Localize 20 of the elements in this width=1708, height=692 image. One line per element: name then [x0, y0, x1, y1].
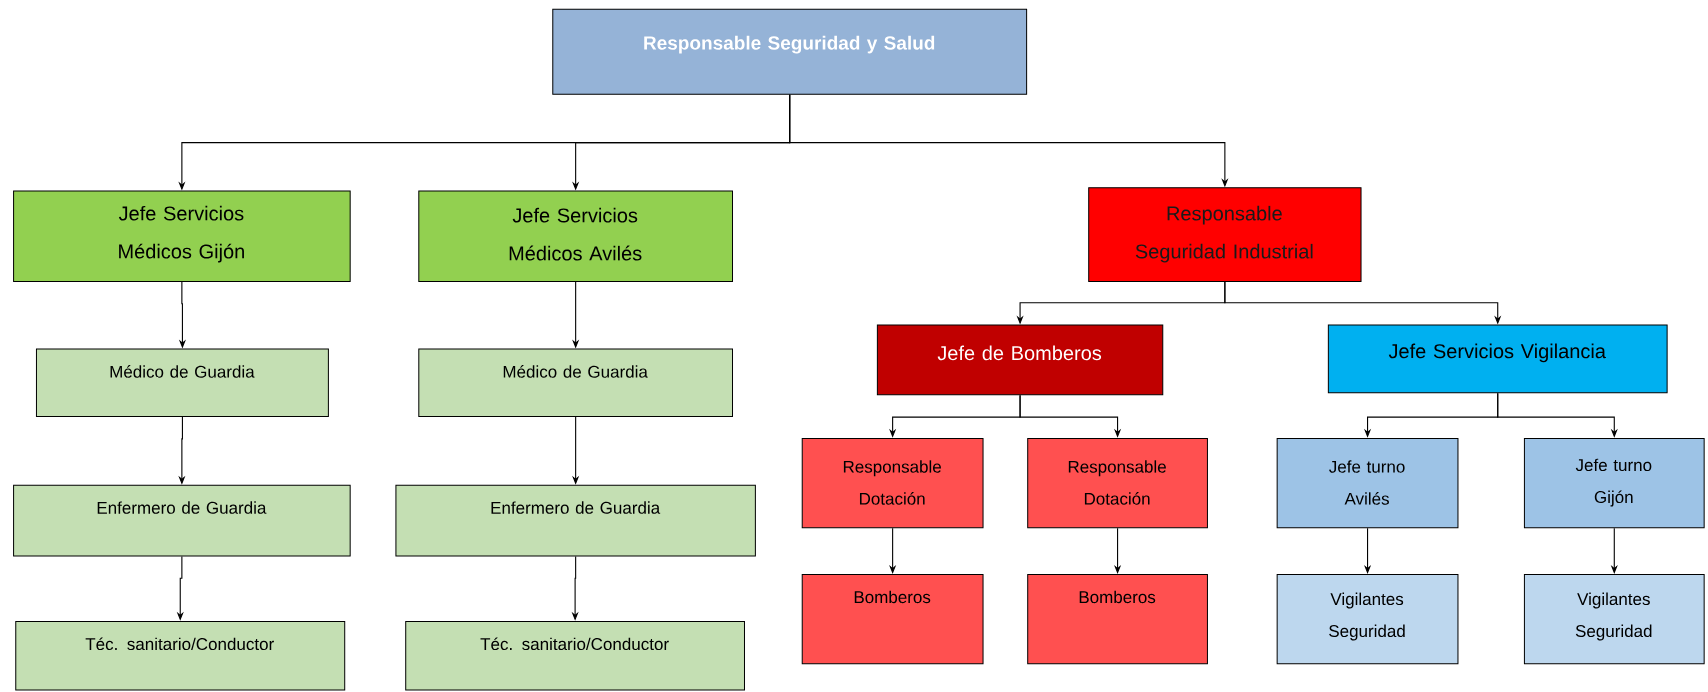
org-box: Responsable Dotación: [801, 437, 984, 529]
org-box: Jefe Servicios Médicos Avilés: [418, 190, 733, 282]
org-box: Responsable Dotación: [1027, 437, 1208, 529]
org-box: Enfermero de Guardia: [13, 484, 351, 557]
org-box: Médico de Guardia: [35, 348, 329, 418]
org-box: Vigilantes Seguridad: [1523, 574, 1705, 665]
org-box: Bomberos: [801, 574, 984, 665]
org-box: Responsable Seguridad Industrial: [1088, 187, 1362, 283]
org-box: Jefe turno Avilés: [1276, 437, 1459, 529]
org-box: Jefe Servicios Vigilancia: [1327, 324, 1668, 394]
org-box: Jefe turno Gijón: [1523, 437, 1705, 529]
org-box: Bomberos: [1027, 574, 1208, 665]
org-box: Téc. sanitario/Conductor: [15, 620, 346, 691]
org-box: Vigilantes Seguridad: [1276, 574, 1459, 665]
org-box: Téc. sanitario/Conductor: [405, 620, 745, 691]
org-box: Jefe Servicios Médicos Gijón: [13, 190, 351, 282]
org-box: Responsable Seguridad y Salud: [552, 8, 1028, 95]
org-box: Médico de Guardia: [418, 348, 733, 418]
org-box: Enfermero de Guardia: [395, 484, 756, 557]
org-box: Jefe de Bomberos: [876, 324, 1164, 396]
